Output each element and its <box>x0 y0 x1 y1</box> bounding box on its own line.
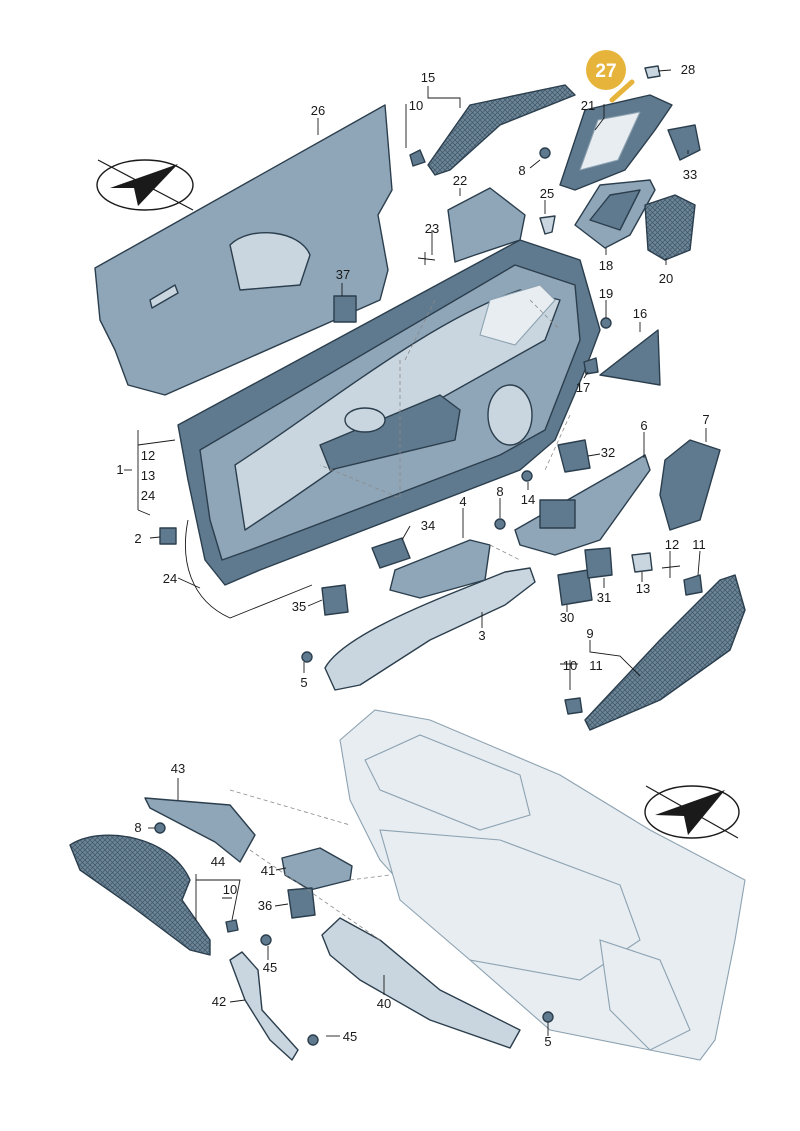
label-10: 10 <box>409 98 423 113</box>
label-43: 43 <box>171 761 185 776</box>
label-22: 22 <box>453 173 467 188</box>
label-33: 33 <box>683 167 697 182</box>
orientation-compass-lower-icon <box>644 785 740 839</box>
label-13-bracket: 13 <box>141 468 155 483</box>
label-1: 1 <box>116 462 123 477</box>
label-9: 9 <box>586 626 593 641</box>
label-5-upper: 5 <box>300 675 307 690</box>
label-11: 11 <box>692 537 706 552</box>
upper-trim-strip <box>427 84 576 176</box>
label-4: 4 <box>459 494 466 509</box>
label-26: 26 <box>311 103 325 118</box>
label-19: 19 <box>599 286 613 301</box>
label-20: 20 <box>659 271 673 286</box>
pad-37 <box>333 295 357 323</box>
switch-panel-6 <box>514 454 651 556</box>
label-16: 16 <box>633 306 647 321</box>
label-35: 35 <box>292 599 306 614</box>
label-13: 13 <box>636 581 650 596</box>
bracket-43 <box>144 797 256 863</box>
speaker-cover-44 <box>69 834 211 956</box>
switch-36 <box>287 887 316 919</box>
label-40: 40 <box>377 996 391 1011</box>
label-45-lower: 45 <box>343 1029 357 1044</box>
label-8-lower: 8 <box>134 820 141 835</box>
label-36: 36 <box>258 898 272 913</box>
switch-33 <box>667 124 701 161</box>
part-number-labels: 15 10 26 21 28 33 8 22 25 23 37 18 20 19… <box>116 62 709 1049</box>
part-27-highlighted <box>609 79 635 103</box>
switch-30 <box>557 569 593 606</box>
lower-trim-9 <box>584 574 746 731</box>
label-42: 42 <box>212 994 226 1009</box>
label-8-top: 8 <box>518 163 525 178</box>
highlight-circle <box>586 50 626 90</box>
highlight-number: 27 <box>595 61 616 82</box>
seal-strip <box>185 519 313 619</box>
grab-handle-42 <box>229 951 299 1061</box>
label-15: 15 <box>421 70 435 85</box>
cover-7 <box>659 439 721 531</box>
label-34: 34 <box>421 518 435 533</box>
label-5-lower: 5 <box>544 1034 551 1049</box>
label-14: 14 <box>521 492 535 507</box>
screw-28 <box>644 65 661 79</box>
orientation-compass-icon <box>96 159 194 211</box>
label-11-lower: 11 <box>589 658 603 673</box>
label-32: 32 <box>601 445 615 460</box>
label-18: 18 <box>599 258 613 273</box>
clip-2 <box>159 527 177 545</box>
label-24: 24 <box>163 571 177 586</box>
label-24-bracket: 24 <box>141 488 155 503</box>
label-10-lower: 10 <box>563 658 577 673</box>
switch-34 <box>371 537 411 569</box>
label-45-upper: 45 <box>263 960 277 975</box>
speaker-grille-20 <box>644 194 696 261</box>
label-12-bracket: 12 <box>141 448 155 463</box>
connector-35 <box>321 584 349 616</box>
bracket-22 <box>447 187 526 263</box>
label-7: 7 <box>702 412 709 427</box>
label-41: 41 <box>261 863 275 878</box>
switch-31 <box>584 547 613 579</box>
label-44: 44 <box>211 854 225 869</box>
bracket-41 <box>281 847 353 891</box>
label-37: 37 <box>336 267 350 282</box>
label-21: 21 <box>581 98 595 113</box>
callout-27-highlight[interactable]: 27 <box>586 50 626 90</box>
label-3: 3 <box>478 628 485 643</box>
label-17: 17 <box>576 380 590 395</box>
label-10-lower-left: 10 <box>223 882 237 897</box>
leader-lines <box>124 69 707 1037</box>
label-12: 12 <box>665 537 679 552</box>
label-25: 25 <box>540 186 554 201</box>
label-6: 6 <box>640 418 647 433</box>
switch-32 <box>557 439 591 473</box>
label-8-mid: 8 <box>496 484 503 499</box>
label-2: 2 <box>134 531 141 546</box>
label-31: 31 <box>597 590 611 605</box>
label-23: 23 <box>425 221 439 236</box>
triangle-cover-16 <box>599 329 661 386</box>
label-30: 30 <box>560 610 574 625</box>
label-28: 28 <box>681 62 695 77</box>
armrest-3 <box>324 567 536 691</box>
armrest-40 <box>321 917 521 1049</box>
